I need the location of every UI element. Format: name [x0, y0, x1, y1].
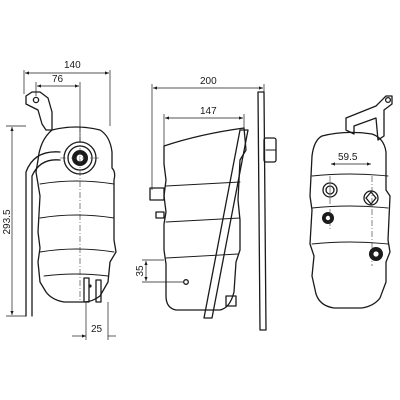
side-port-upper: [149, 187, 165, 201]
rear-view: 59.5: [309, 95, 393, 309]
front-side-hose-inner: [31, 159, 61, 317]
dim-140-label: 140: [64, 60, 81, 71]
rear-port-right-ring: [363, 190, 379, 206]
front-rib-2: [39, 214, 115, 219]
side-rib-2: [165, 217, 241, 223]
rear-tank-body: [309, 131, 391, 309]
side-tank-body: [163, 127, 247, 311]
dim-25-label: 25: [91, 324, 103, 335]
side-strap: [203, 129, 249, 319]
rear-port-left: [325, 185, 335, 195]
front-spigot-right: [95, 279, 102, 303]
front-spigot-left: [83, 277, 90, 303]
side-lower-hole: [183, 279, 189, 285]
rear-rib-2: [311, 205, 389, 209]
rear-rib-1: [311, 173, 389, 177]
dim-76-label: 76: [52, 74, 64, 85]
rear-mounting-bracket: [345, 95, 393, 141]
side-bracket-rod: [257, 91, 267, 331]
side-rib-1: [165, 181, 241, 187]
dim-59-label: 59.5: [338, 152, 358, 163]
dim-147-label: 147: [200, 106, 217, 117]
dim-293-label: 293.5: [2, 209, 13, 234]
front-rib-1: [39, 180, 115, 185]
rear-bracket-hole: [384, 96, 392, 104]
front-rib-3: [39, 248, 115, 253]
side-rib-3: [165, 253, 239, 259]
side-bottom-spigot: [225, 295, 237, 307]
rear-port-right: [365, 191, 377, 205]
front-bracket-hole: [32, 96, 40, 104]
dim-35-label: 35: [135, 265, 146, 277]
side-port-mid: [155, 211, 165, 219]
front-mounting-bracket: [25, 91, 53, 131]
front-tank-body: [35, 126, 117, 303]
rear-port-left-ring: [322, 182, 338, 198]
front-view: 140 76 293.5 25: [2, 60, 117, 340]
front-lower-shelf: [43, 273, 109, 277]
side-view: 200 147 35: [135, 76, 277, 331]
front-side-hose: [25, 151, 61, 317]
front-spigot-dot: [88, 284, 92, 288]
rear-rib-3: [311, 241, 389, 245]
dim-200-label: 200: [200, 76, 217, 87]
